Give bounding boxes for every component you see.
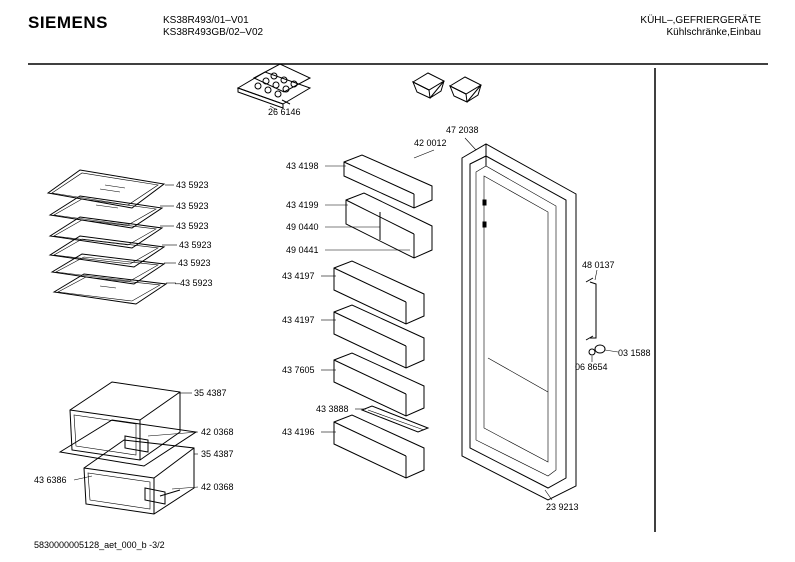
part-number-butter-cover: 42 0012 xyxy=(414,138,447,148)
part-number-bottle-rack-3: 43 7605 xyxy=(282,365,315,375)
part-number-handle: 48 0137 xyxy=(582,260,615,270)
glass-shelves-illustration xyxy=(46,169,168,305)
leader-lines xyxy=(73,105,619,501)
part-number-rack-flap: 49 0440 xyxy=(286,222,319,232)
part-number-door-rack-top: 43 4198 xyxy=(286,161,319,171)
part-number-shelf-5: 43 5923 xyxy=(178,258,211,268)
part-number-bottle-rack-bottom: 43 4196 xyxy=(282,427,315,437)
door-illustration xyxy=(461,143,577,501)
part-number-screw: 06 8654 xyxy=(575,362,608,372)
part-number-door-rack-2: 43 4199 xyxy=(286,200,319,210)
part-number-door-frame: 47 2038 xyxy=(446,125,479,135)
brand-logo: SIEMENS xyxy=(28,13,109,32)
egg-tray-illustration xyxy=(236,63,312,109)
part-number-bottle-rack-2: 43 4197 xyxy=(282,315,315,325)
part-number-cap: 03 1588 xyxy=(618,348,651,358)
handle-illustration xyxy=(585,277,606,356)
part-number-shelf-3: 43 5923 xyxy=(176,221,209,231)
part-number-rack-lid: 49 0441 xyxy=(286,245,319,255)
part-number-crisper-bottom: 35 4387 xyxy=(201,449,234,459)
part-number-shelf-6: –43 5923 xyxy=(175,278,213,288)
part-number-bottle-retainer: 43 3888 xyxy=(316,404,349,414)
crisper-drawers-illustration xyxy=(58,381,198,515)
butter-container-illustration xyxy=(411,72,483,103)
category-subtitle: Kühlschränke,Einbau xyxy=(666,27,761,38)
part-number-gasket: 23 9213 xyxy=(546,502,579,512)
door-racks-illustration xyxy=(333,154,433,479)
category-title: KÜHL–,GEFRIERGERÄTE xyxy=(640,15,761,26)
part-number-bottle-rack-1: 43 4197 xyxy=(282,271,315,281)
part-number-crisper-cover: 43 6386 xyxy=(34,475,67,485)
model-number-2: KS38R493GB/02–V02 xyxy=(163,27,264,38)
part-number-crisper-handle-bottom: 42 0368 xyxy=(201,482,234,492)
part-number-crisper-top: 35 4387 xyxy=(194,388,227,398)
part-number-shelf-4: 43 5923 xyxy=(179,240,212,250)
document-code: 5830000005128_aet_000_b -3/2 xyxy=(34,540,165,550)
part-number-egg-tray: 26 6146 xyxy=(268,107,301,117)
part-number-shelf-1: 43 5923 xyxy=(176,180,209,190)
model-number-1: KS38R493/01–V01 xyxy=(163,15,249,26)
part-number-shelf-2: 43 5923 xyxy=(176,201,209,211)
part-number-crisper-handle-top: 42 0368 xyxy=(201,427,234,437)
